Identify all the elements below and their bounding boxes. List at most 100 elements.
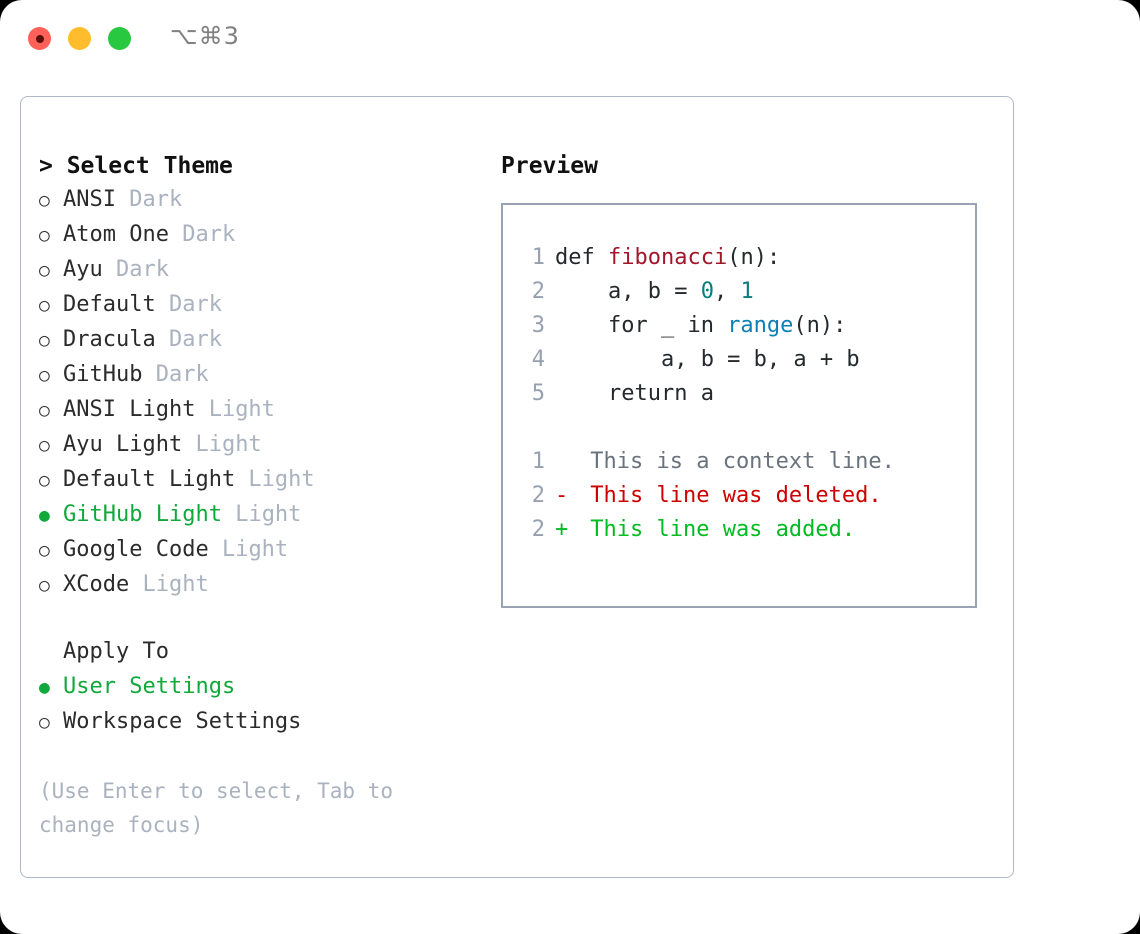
preview-heading: Preview [501, 153, 598, 179]
apply-to-option-workspace-settings[interactable]: ○ Workspace Settings [39, 705, 479, 740]
code-line-number: 4 [531, 347, 545, 372]
theme-option-variant: Dark [115, 187, 183, 212]
apply-to-option-user-settings[interactable]: ● User Settings [39, 670, 479, 705]
code-token: range [727, 313, 794, 338]
apply-to-option-list[interactable]: ● User Settings ○ Workspace Settings [39, 670, 479, 740]
diff-line-text: This line was added. [577, 517, 856, 542]
code-token: (n): [727, 245, 781, 270]
theme-option-dracula[interactable]: ○Dracula Dark [39, 323, 479, 358]
diff-marker-icon: - [555, 483, 569, 508]
diff-line-text: This is a context line. [577, 449, 895, 474]
theme-option-ansi[interactable]: ○ANSI Dark [39, 183, 479, 218]
theme-option-ansi-light[interactable]: ○ ANSI Light Light [39, 393, 479, 428]
theme-option-xcode[interactable]: ○ XCode Light [39, 568, 479, 603]
theme-option-label: Ayu Light [63, 432, 183, 457]
title-bar: ⌥⌘3 [0, 0, 1140, 78]
theme-option-label: Dracula [63, 327, 156, 352]
radio-unselected-icon: ○ [39, 435, 50, 456]
theme-option-label: Default Light [63, 467, 236, 492]
theme-option-default[interactable]: ○Default Dark [39, 288, 479, 323]
theme-selector-column: > Select Theme ○ANSI Dark○Atom One Dark○… [39, 149, 479, 842]
code-line: 5 return a [521, 377, 975, 411]
apply-to-heading: ○ Apply To [39, 635, 479, 670]
radio-selected-icon: ● [39, 505, 50, 526]
theme-option-variant: Dark [102, 257, 169, 282]
diff-sample: 1 This is a context line.2- This line wa… [521, 445, 975, 547]
theme-option-variant: Light [235, 467, 315, 492]
theme-option-variant: Dark [168, 222, 236, 247]
code-line: 1 def fibonacci(n): [521, 241, 975, 275]
radio-selected-icon: ● [39, 677, 50, 698]
code-token: a, b = b, a + b [555, 347, 860, 372]
code-token: return a [555, 381, 714, 406]
code-token: def [555, 245, 608, 270]
apply-to-option-label: Workspace Settings [63, 709, 302, 734]
diff-line: 1 This is a context line. [521, 445, 975, 479]
theme-option-label: Atom One [63, 222, 169, 247]
theme-option-variant: Light [221, 502, 302, 527]
diff-line-number: 1 [531, 449, 545, 474]
code-token: (n): [793, 313, 847, 338]
theme-option-default-light[interactable]: ○Default Light Light [39, 463, 479, 498]
select-theme-heading: > Select Theme [39, 153, 233, 179]
theme-option-ayu-light[interactable]: ○ Ayu Light Light [39, 428, 479, 463]
code-line-number: 1 [531, 245, 545, 270]
radio-unselected-icon: ○ [39, 400, 50, 421]
diff-marker-icon: + [555, 517, 569, 542]
theme-option-variant: Light [208, 537, 289, 562]
minimize-button[interactable] [68, 27, 91, 50]
radio-unselected-icon: ○ [39, 575, 50, 596]
theme-option-label: Ayu [63, 257, 103, 282]
code-token: a, b = [555, 279, 701, 304]
radio-unselected-icon: ○ [39, 190, 50, 211]
theme-option-github-light[interactable]: ● GitHub Light Light [39, 498, 479, 533]
code-token: 0 [700, 279, 714, 304]
radio-unselected-icon: ○ [39, 225, 50, 246]
apply-to-option-label: User Settings [63, 674, 236, 699]
diff-line-number: 2 [531, 483, 545, 508]
diff-line-number: 2 [531, 517, 545, 542]
theme-option-variant: Light [195, 397, 275, 422]
theme-option-label: GitHub Light [63, 502, 222, 527]
keyboard-shortcut-label: ⌥⌘3 [170, 22, 240, 50]
theme-option-variant: Light [182, 432, 262, 457]
radio-unselected-icon: ○ [39, 260, 50, 281]
code-line-number: 3 [531, 313, 545, 338]
theme-option-ayu[interactable]: ○ Ayu Dark [39, 253, 479, 288]
theme-option-label: Google Code [63, 537, 209, 562]
code-line-number: 5 [531, 381, 545, 406]
dialog-panel: > Select Theme ○ANSI Dark○Atom One Dark○… [20, 96, 1014, 878]
code-token: fibonacci [607, 245, 728, 270]
diff-marker-icon [555, 445, 577, 479]
theme-option-github[interactable]: ○GitHub Dark [39, 358, 479, 393]
theme-option-label: ANSI Light [63, 397, 196, 422]
diff-line: 2 + This line was added. [521, 513, 975, 547]
theme-option-variant: Dark [155, 327, 222, 352]
theme-option-variant: Light [129, 572, 209, 597]
code-token: 1 [740, 279, 754, 304]
radio-unselected-icon: ○ [39, 295, 50, 316]
code-line: 3 for _ in range(n): [521, 309, 975, 343]
spacer-icon: ○ [39, 636, 63, 670]
theme-option-label: XCode [63, 572, 130, 597]
code-spacer [521, 411, 975, 445]
maximize-button[interactable] [108, 27, 131, 50]
keyboard-hint-text: (Use Enter to select, Tab to change focu… [39, 779, 394, 837]
diff-line: 2- This line was deleted. [521, 479, 975, 513]
radio-unselected-icon: ○ [39, 540, 50, 561]
diff-line-text: This line was deleted. [577, 483, 882, 508]
theme-option-label: GitHub [63, 362, 143, 387]
theme-option-atom-one[interactable]: ○ Atom One Dark [39, 218, 479, 253]
apply-to-label: Apply To [63, 639, 169, 664]
theme-option-google-code[interactable]: ○ Google Code Light [39, 533, 479, 568]
recording-indicator-icon [35, 34, 44, 43]
radio-unselected-icon: ○ [39, 712, 50, 733]
theme-option-variant: Dark [155, 292, 222, 317]
code-line: 4 a, b = b, a + b [521, 343, 975, 377]
theme-option-list[interactable]: ○ANSI Dark○Atom One Dark○Ayu Dark○Defaul… [39, 183, 479, 603]
theme-option-variant: Dark [142, 362, 209, 387]
close-button[interactable] [28, 27, 51, 50]
